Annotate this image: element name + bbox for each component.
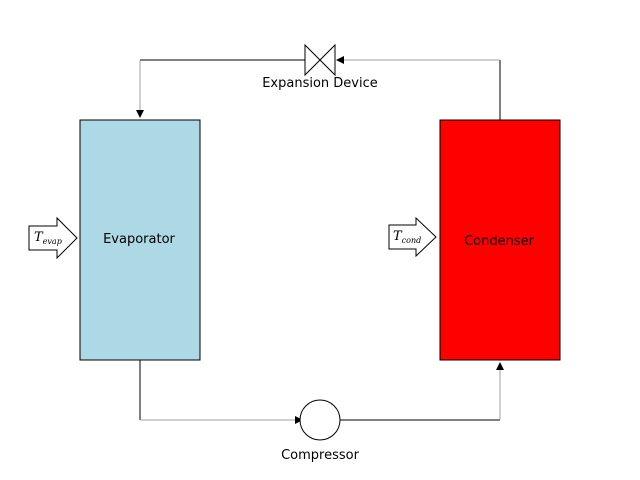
pipes [136,56,504,424]
evaporator-label: Evaporator [103,232,175,247]
evaporator-input-arrow: Tevap [28,216,78,260]
evaporator-box [79,119,201,361]
condenser-input-arrow: Tcond [388,216,437,258]
compressor-icon [299,399,341,441]
condenser-label: Condenser [464,234,535,249]
condenser-box [439,119,561,361]
expansion-device-label: Expansion Device [262,76,378,91]
t-evap-label: Tevap [34,230,62,246]
expansion-valve-icon [304,43,336,77]
t-cond-label: Tcond [393,229,421,245]
compressor-label: Compressor [281,448,360,463]
